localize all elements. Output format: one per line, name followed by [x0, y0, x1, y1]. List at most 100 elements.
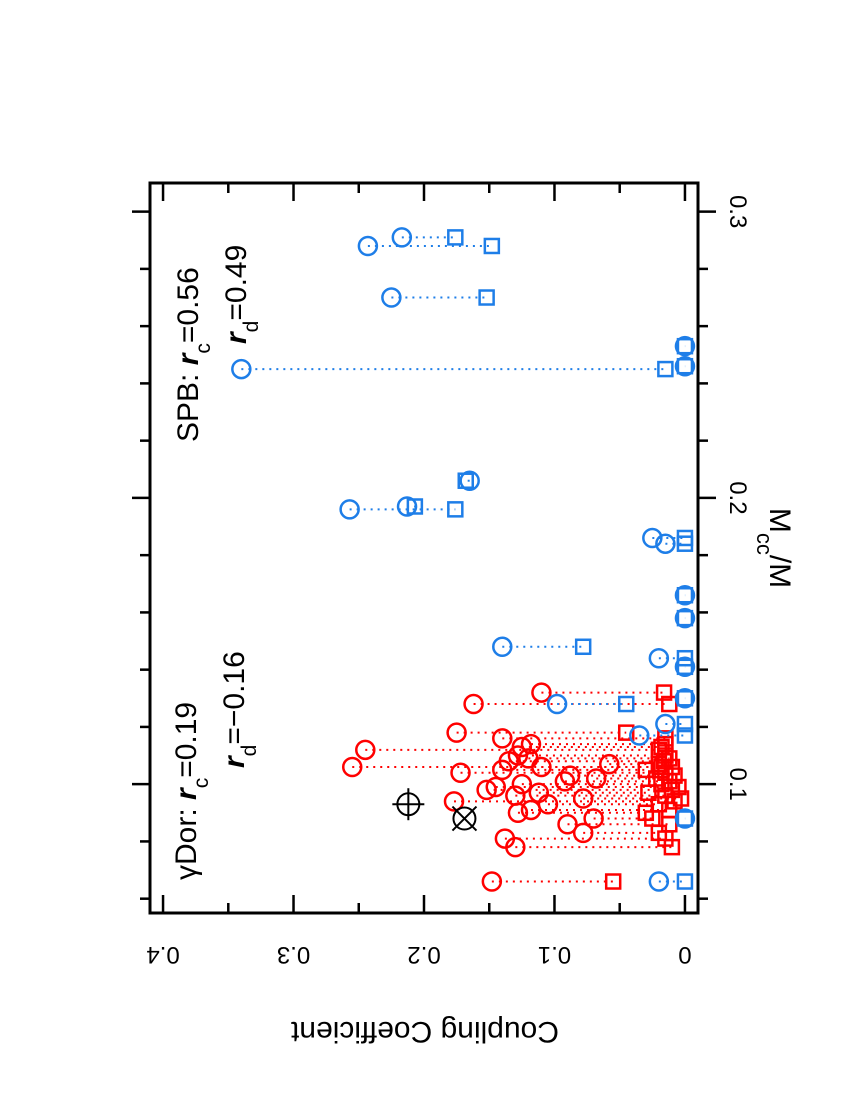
x-tick-label: 0.2	[724, 481, 751, 514]
gdor-square-point	[655, 684, 673, 701]
gdor-square-point	[661, 695, 678, 713]
spb-square-point	[676, 690, 694, 707]
spb-circle-point	[674, 688, 696, 709]
axis-ticks: 0.10.20.300.10.20.30.4	[132, 183, 751, 968]
x-circle-marker	[452, 806, 477, 831]
gdor-rc-sub: c	[190, 778, 213, 789]
spb-square-point	[676, 357, 694, 375]
spb-circle-point	[629, 725, 650, 746]
gdor-square-point	[666, 767, 683, 784]
spb-circle-point	[357, 235, 379, 257]
gdor-rc-var: r	[170, 786, 203, 800]
spb-circle-point	[674, 584, 696, 606]
spb-rd-value: =0.49	[220, 245, 253, 321]
spb-square-point	[676, 649, 694, 667]
gdor-rd-sub: d	[238, 745, 261, 757]
spb-square-point	[447, 229, 464, 246]
spb-square-point	[617, 695, 635, 713]
x-axis-title-suffix: /M	[763, 555, 796, 588]
gdor-circle-point	[485, 776, 507, 798]
spb-square-point	[676, 873, 694, 890]
gdor-circle-point	[505, 785, 526, 806]
spb-rc-prefix: SPB:	[172, 365, 205, 442]
gdor-square-point	[670, 778, 687, 796]
gdor-square-point	[672, 790, 690, 807]
x-tick-label: 0.3	[724, 195, 751, 228]
gdor-rd-value: =−0.16	[218, 651, 251, 744]
gdor-square-point	[653, 738, 670, 756]
gdor-circle-point	[450, 762, 471, 783]
spb-circle-point	[396, 496, 418, 517]
spb-circle-point	[655, 533, 676, 554]
spb-square-point	[676, 810, 694, 827]
gdor-circle-point	[481, 871, 503, 892]
gdor-circle-point	[585, 768, 607, 789]
gdor-rc-value: =0.19	[170, 702, 203, 778]
spb-rc-sub: c	[192, 343, 215, 354]
x-axis-title-main: M	[763, 508, 796, 533]
gdor-circle-point	[341, 756, 363, 778]
spb-circle-point	[674, 607, 696, 629]
spb-circle-point	[381, 287, 402, 308]
spb-rc-value: =0.56	[172, 267, 205, 343]
spb-square-point	[676, 658, 694, 676]
spb-circle-point	[674, 656, 696, 678]
spb-circle-point	[492, 636, 513, 658]
y-tick-label: 0	[678, 941, 691, 968]
spb-square-point	[406, 498, 424, 515]
spb-rc-var: r	[172, 351, 205, 365]
y-tick-label: 0.3	[277, 941, 310, 968]
x-axis-title-sub: cc	[753, 533, 778, 555]
spb-square-point	[478, 289, 495, 306]
y-tick-label: 0.1	[538, 941, 571, 968]
x-axis-title: Mcc/M	[753, 508, 797, 588]
spb-rd-var: r	[220, 330, 253, 344]
spb-circle-point	[391, 227, 413, 248]
spb-circle-point	[339, 499, 360, 520]
spb-circle-point	[459, 470, 480, 491]
spb-square-point	[676, 609, 694, 627]
gdor-circle-point	[583, 808, 604, 829]
spb-square-point	[447, 501, 464, 518]
gdor-circle-point	[443, 791, 465, 812]
spb-square-point	[676, 529, 694, 547]
gdor-circle-point	[554, 771, 576, 792]
spb-square-point	[676, 586, 694, 604]
gdor-circle-point	[528, 782, 550, 804]
spb-circle-point	[231, 358, 252, 380]
gdor-square-point	[604, 873, 622, 890]
gdor-circle-point	[494, 828, 516, 849]
gdor-rd-var: r	[218, 754, 251, 768]
gdor-circle-point	[520, 733, 542, 755]
spb-square-point	[483, 237, 501, 255]
y-tick-label: 0.2	[407, 941, 440, 968]
gdor-rc-prefix: γDor:	[170, 800, 203, 880]
spb-circle-point	[655, 713, 676, 735]
y-axis-title: Coupling Coefficient	[290, 1015, 559, 1048]
spb-square-point	[676, 715, 694, 733]
spb-rd-annotation: rd=0.49	[220, 245, 263, 344]
spb-rc-annotation: SPB: rc=0.56	[172, 267, 215, 442]
spb-square-point	[457, 472, 475, 489]
gdor-circle-point	[531, 682, 552, 703]
gdor-circle-point	[492, 728, 513, 749]
spb-circle-point	[648, 871, 670, 892]
spb-square-point	[676, 337, 694, 355]
gdor-square-point	[637, 804, 655, 822]
gdor-rc-annotation: γDor: rc=0.19	[170, 702, 213, 880]
spb-circle-point	[546, 693, 568, 715]
gdor-square-point	[657, 730, 674, 747]
spb-square-point	[574, 638, 592, 656]
gdor-circle-point	[557, 814, 578, 835]
spb-circle-point	[674, 808, 696, 829]
gdor-circle-point	[572, 788, 594, 809]
spb-circle-point	[648, 647, 670, 669]
spb-circle-point	[642, 527, 663, 549]
spb-circle-point	[674, 355, 696, 377]
spb-rd-sub: d	[240, 321, 263, 333]
gdor-circle-point	[476, 779, 497, 801]
gdor-circle-point	[511, 736, 533, 758]
spb-circle-point	[674, 335, 696, 357]
y-tick-label: 0.4	[146, 941, 179, 968]
